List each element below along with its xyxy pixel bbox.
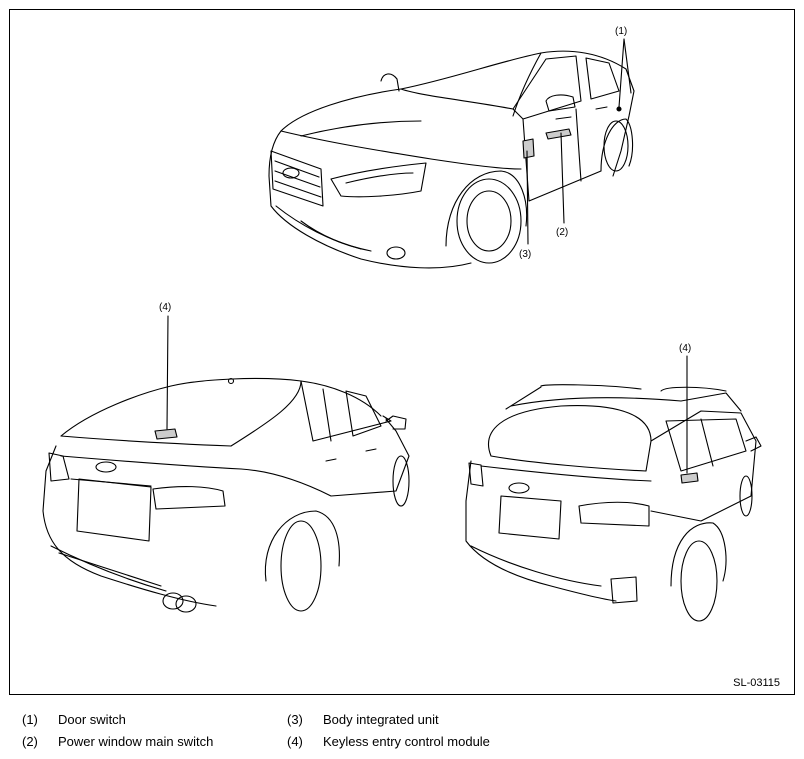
legend-item: (4) Keyless entry control module: [287, 734, 490, 749]
legend-number: (2): [22, 734, 38, 749]
callout-4-wagon: (4): [679, 343, 691, 354]
callout-4-sedan: (4): [159, 302, 171, 313]
legend-label: Body integrated unit: [323, 712, 439, 727]
legend-number: (3): [287, 712, 303, 727]
callout-2: (2): [556, 227, 568, 238]
figure-code: SL-03115: [733, 677, 780, 689]
vehicle-illustration: (1) (2) (3) (4) (4): [42, 26, 762, 622]
legend-number: (4): [287, 734, 303, 749]
legend-item: (3) Body integrated unit: [287, 712, 439, 727]
rear-wagon-drawing: [465, 355, 762, 622]
legend-item: (2) Power window main switch: [22, 734, 213, 749]
callout-1: (1): [615, 26, 627, 37]
front-sedan-drawing: [268, 38, 635, 269]
legend-number: (1): [22, 712, 38, 727]
legend-label: Power window main switch: [58, 734, 214, 749]
callout-3: (3): [519, 249, 531, 260]
diagram-frame: (1) (2) (3) (4) (4) SL-03115: [9, 9, 795, 695]
legend-label: Door switch: [58, 712, 126, 727]
legend-label: Keyless entry control module: [323, 734, 490, 749]
legend-item: (1) Door switch: [22, 712, 126, 727]
rear-sedan-drawing: [42, 315, 410, 613]
